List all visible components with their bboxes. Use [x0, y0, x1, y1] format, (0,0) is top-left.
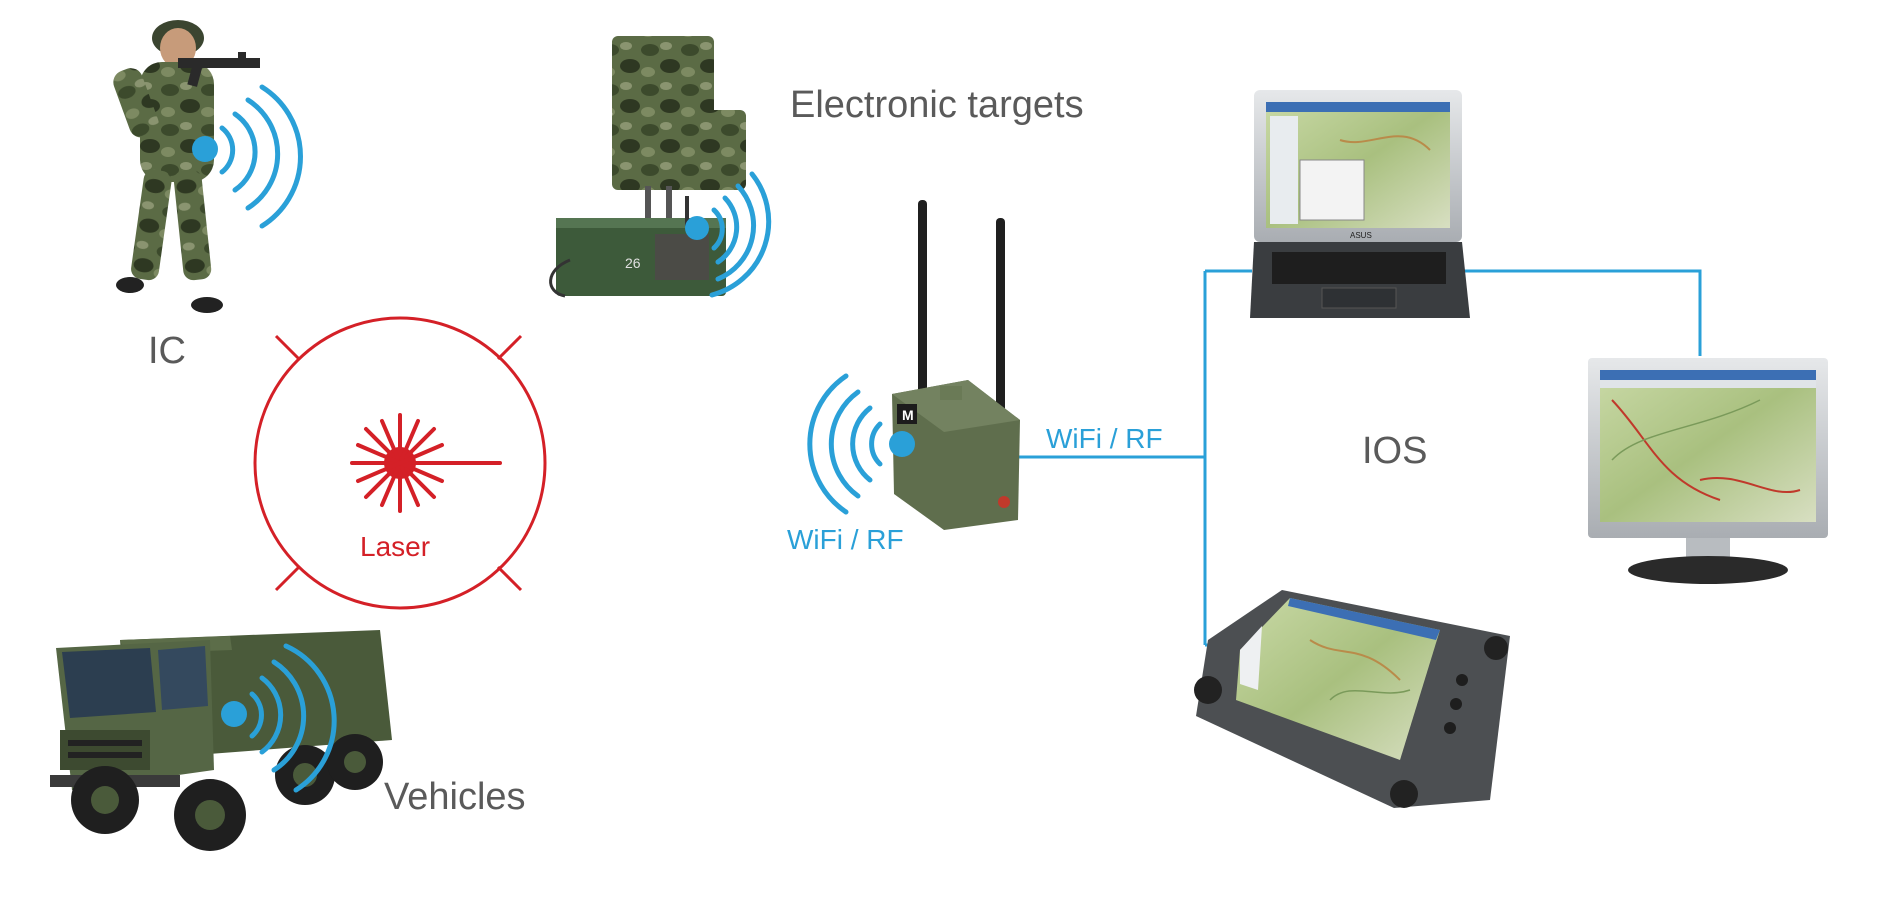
laser-burst-icon [350, 413, 502, 513]
label-vehicles: Vehicles [384, 776, 526, 818]
military-truck [50, 630, 392, 851]
label-ios: IOS [1362, 430, 1428, 472]
base-station-signal-icon [807, 373, 915, 515]
target-box-number: 26 [625, 255, 641, 271]
rugged-tablet [1194, 590, 1510, 808]
laptop: ASUS [1250, 90, 1470, 318]
label-laser: Laser [360, 531, 431, 562]
label-wifi-rf-right: WiFi / RF [1046, 423, 1163, 454]
label-ic: IC [148, 330, 186, 372]
target-signal-icon [685, 171, 772, 298]
desktop-monitor [1588, 358, 1828, 584]
label-wifi-rf-left: WiFi / RF [787, 524, 904, 555]
soldier-signal-icon [192, 84, 303, 229]
soldier-figure [113, 20, 260, 313]
laptop-brand: ASUS [1350, 231, 1372, 240]
electronic-target: 26 [549, 36, 746, 298]
label-electronic-targets: Electronic targets [790, 84, 1084, 126]
laser-zone [253, 316, 547, 610]
base-station-badge: M [902, 407, 914, 423]
base-station: M [892, 200, 1020, 530]
truck-signal-icon [221, 643, 337, 793]
laptop-to-monitor-line [1455, 269, 1702, 356]
